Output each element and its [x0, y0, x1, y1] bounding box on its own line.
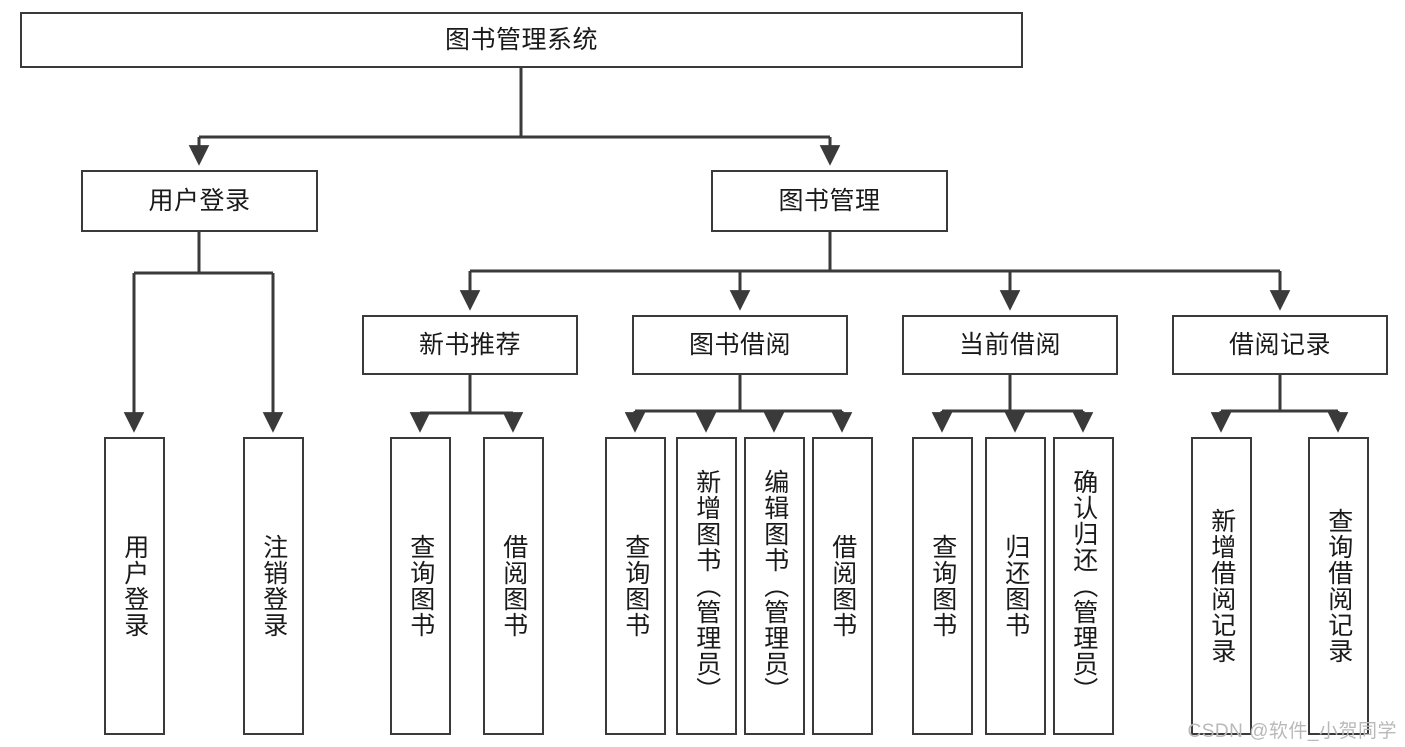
node-root-label: 图书管理系统	[444, 25, 598, 54]
node-leaf-add-book-label: 新增图书（管理员）	[692, 469, 721, 703]
node-borrow-record[interactable]: 借阅记录	[1172, 315, 1388, 375]
node-leaf-edit-book[interactable]: 编辑图书（管理员）	[744, 437, 805, 735]
node-leaf-query-record[interactable]: 查询借阅记录	[1308, 437, 1369, 735]
node-leaf-add-record-label: 新增借阅记录	[1207, 508, 1236, 664]
node-borrow-record-label: 借阅记录	[1228, 330, 1331, 359]
node-leaf-query-record-label: 查询借阅记录	[1324, 508, 1353, 664]
node-leaf-return-book[interactable]: 归还图书	[985, 437, 1046, 735]
node-current-borrow[interactable]: 当前借阅	[902, 315, 1118, 375]
node-leaf-user-login[interactable]: 用户登录	[104, 437, 165, 735]
node-leaf-query-book-1[interactable]: 查询图书	[390, 437, 451, 735]
node-leaf-add-record[interactable]: 新增借阅记录	[1191, 437, 1252, 735]
node-leaf-query-book-1-label: 查询图书	[406, 534, 435, 638]
node-book-management-label: 图书管理	[778, 186, 881, 215]
node-leaf-query-book-3-label: 查询图书	[928, 534, 957, 638]
node-book-borrow-label: 图书借阅	[688, 330, 791, 359]
watermark: CSDN @软件_小贺同学	[1187, 721, 1397, 742]
node-leaf-add-book[interactable]: 新增图书（管理员）	[676, 437, 737, 735]
node-leaf-query-book-3[interactable]: 查询图书	[912, 437, 973, 735]
node-book-management[interactable]: 图书管理	[711, 170, 948, 232]
node-leaf-borrow-book-2-label: 借阅图书	[828, 534, 857, 638]
node-user-login-label: 用户登录	[148, 186, 251, 215]
node-root[interactable]: 图书管理系统	[20, 12, 1023, 68]
node-user-login[interactable]: 用户登录	[81, 170, 318, 232]
node-leaf-confirm-return[interactable]: 确认归还（管理员）	[1053, 437, 1114, 735]
node-new-book-recommend-label: 新书推荐	[418, 330, 521, 359]
node-leaf-user-login-label: 用户登录	[120, 534, 149, 638]
node-current-borrow-label: 当前借阅	[958, 330, 1061, 359]
node-leaf-return-book-label: 归还图书	[1001, 534, 1030, 638]
node-leaf-edit-book-label: 编辑图书（管理员）	[760, 469, 789, 703]
node-leaf-borrow-book-1[interactable]: 借阅图书	[483, 437, 544, 735]
node-new-book-recommend[interactable]: 新书推荐	[362, 315, 578, 375]
node-book-borrow[interactable]: 图书借阅	[632, 315, 848, 375]
node-leaf-borrow-book-1-label: 借阅图书	[499, 534, 528, 638]
node-leaf-user-logout-label: 注销登录	[259, 534, 288, 638]
node-leaf-user-logout[interactable]: 注销登录	[243, 437, 304, 735]
node-leaf-borrow-book-2[interactable]: 借阅图书	[812, 437, 873, 735]
node-leaf-query-book-2-label: 查询图书	[621, 534, 650, 638]
node-leaf-confirm-return-label: 确认归还（管理员）	[1069, 469, 1098, 703]
node-leaf-query-book-2[interactable]: 查询图书	[605, 437, 666, 735]
